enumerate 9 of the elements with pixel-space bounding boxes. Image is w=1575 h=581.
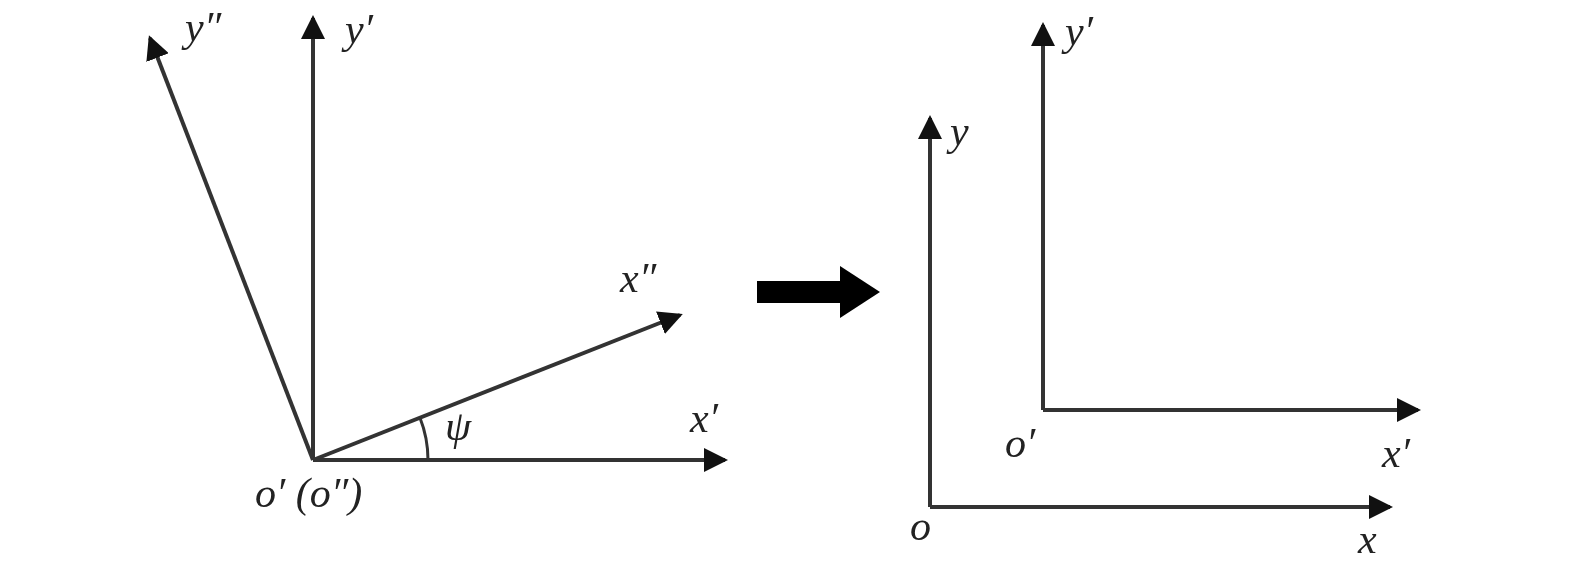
axis-label: ψ	[445, 405, 472, 447]
axis-label: x	[1358, 518, 1377, 560]
axis-label: x′	[690, 397, 718, 439]
axis-label: o′	[1005, 422, 1036, 464]
axis-label: o′ (o″)	[255, 472, 363, 514]
arrow	[757, 266, 880, 318]
axis-label: x′	[1382, 432, 1410, 474]
axis-label: o	[910, 505, 931, 547]
axis-label: x″	[620, 257, 657, 299]
